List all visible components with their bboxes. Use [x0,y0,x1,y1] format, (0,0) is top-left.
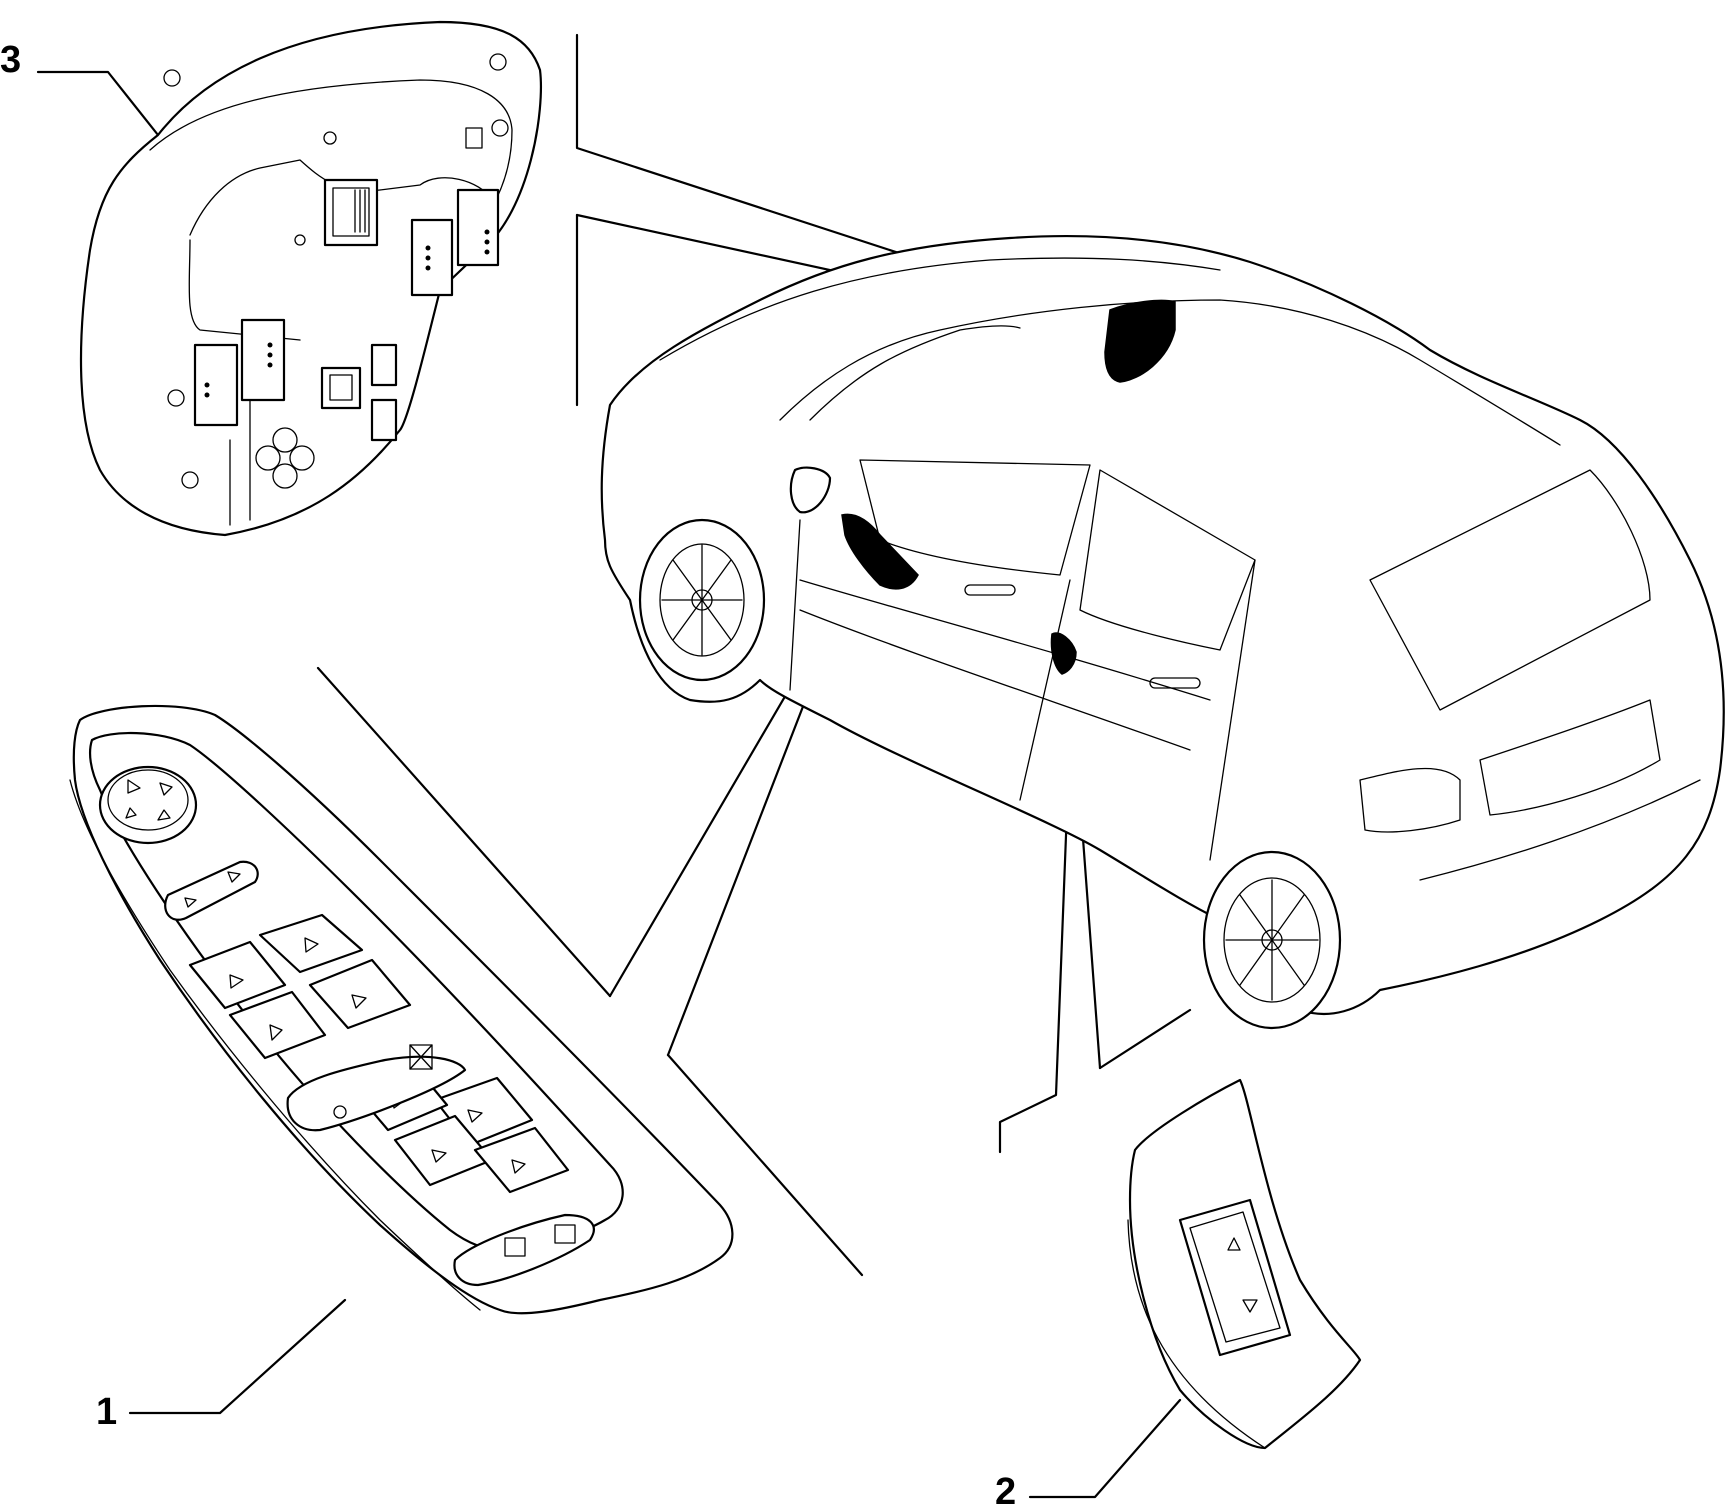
callout-3: 3 [0,39,21,81]
dpad-icon [255,427,315,489]
driver-switch-location [841,513,919,590]
roof-console-location [1104,299,1176,383]
callout-labels: 3 1 2 [0,39,1016,1506]
callout-1: 1 [96,1391,117,1433]
roof-console-part-3 [79,20,543,537]
rear-switch-location [1050,632,1077,675]
driver-window-switch-part-1 [69,704,734,1315]
rear-window-switch-part-2 [1127,1078,1362,1450]
car-outline [600,235,1725,1030]
callout-2: 2 [995,1471,1016,1506]
